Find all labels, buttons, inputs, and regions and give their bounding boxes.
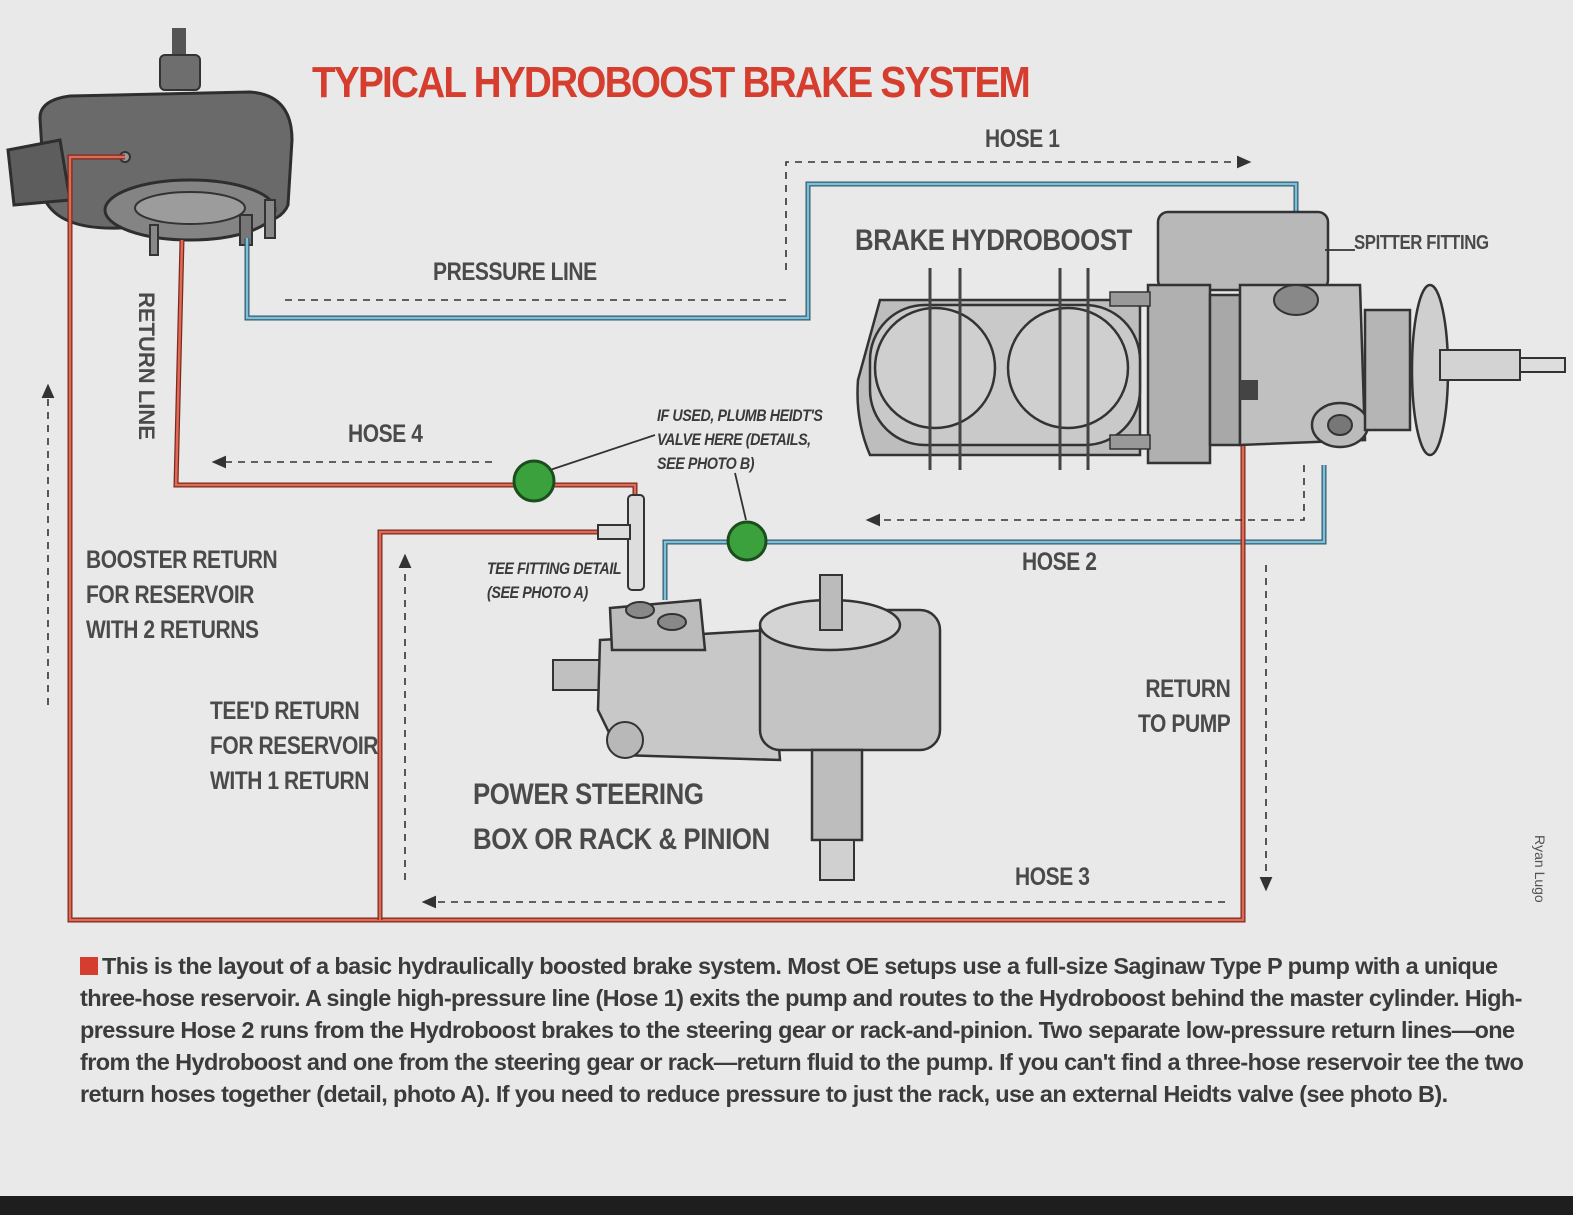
label-brake-hydroboost: BRAKE HYDROBOOST [855, 224, 1132, 257]
label-heidts-valve: IF USED, PLUMB HEIDT'S VALVE HERE (DETAI… [657, 406, 823, 473]
label-hose-4: HOSE 4 [348, 420, 423, 448]
label-teed-return: TEE'D RETURN FOR RESERVOIR WITH 1 RETURN [210, 697, 379, 795]
diagram-title: TYPICAL HYDROBOOST BRAKE SYSTEM [312, 58, 1031, 107]
label-tee-fitting: TEE FITTING DETAIL (SEE PHOTO A) [487, 559, 622, 602]
power-steering-pump-icon [6, 28, 294, 256]
label-booster-return: BOOSTER RETURN FOR RESERVOIR WITH 2 RETU… [86, 546, 278, 644]
label-power-steering: POWER STEERING BOX OR RACK & PINION [473, 778, 770, 856]
label-hose-1: HOSE 1 [985, 125, 1060, 153]
hydroboost-unit-icon [856, 210, 1566, 470]
caption-marker-icon [80, 957, 98, 975]
label-pressure-line: PRESSURE LINE [433, 258, 597, 286]
label-spitter-fitting: SPITTER FITTING [1354, 232, 1489, 254]
photo-credit: Ryan Lugo [1532, 835, 1548, 903]
label-return-to-pump: RETURN TO PUMP [1138, 675, 1231, 738]
tee-fitting-icon [597, 494, 645, 591]
heidts-valve-icon [512, 459, 556, 503]
label-hose-3: HOSE 3 [1015, 863, 1090, 891]
label-return-line: RETURN LINE [134, 292, 159, 440]
label-hose-2: HOSE 2 [1022, 548, 1097, 576]
page-bottom-bar [0, 1196, 1573, 1215]
heidts-valve-icon [726, 520, 768, 562]
caption: This is the layout of a basic hydraulica… [80, 953, 1524, 1107]
steering-box-icon [552, 574, 942, 881]
